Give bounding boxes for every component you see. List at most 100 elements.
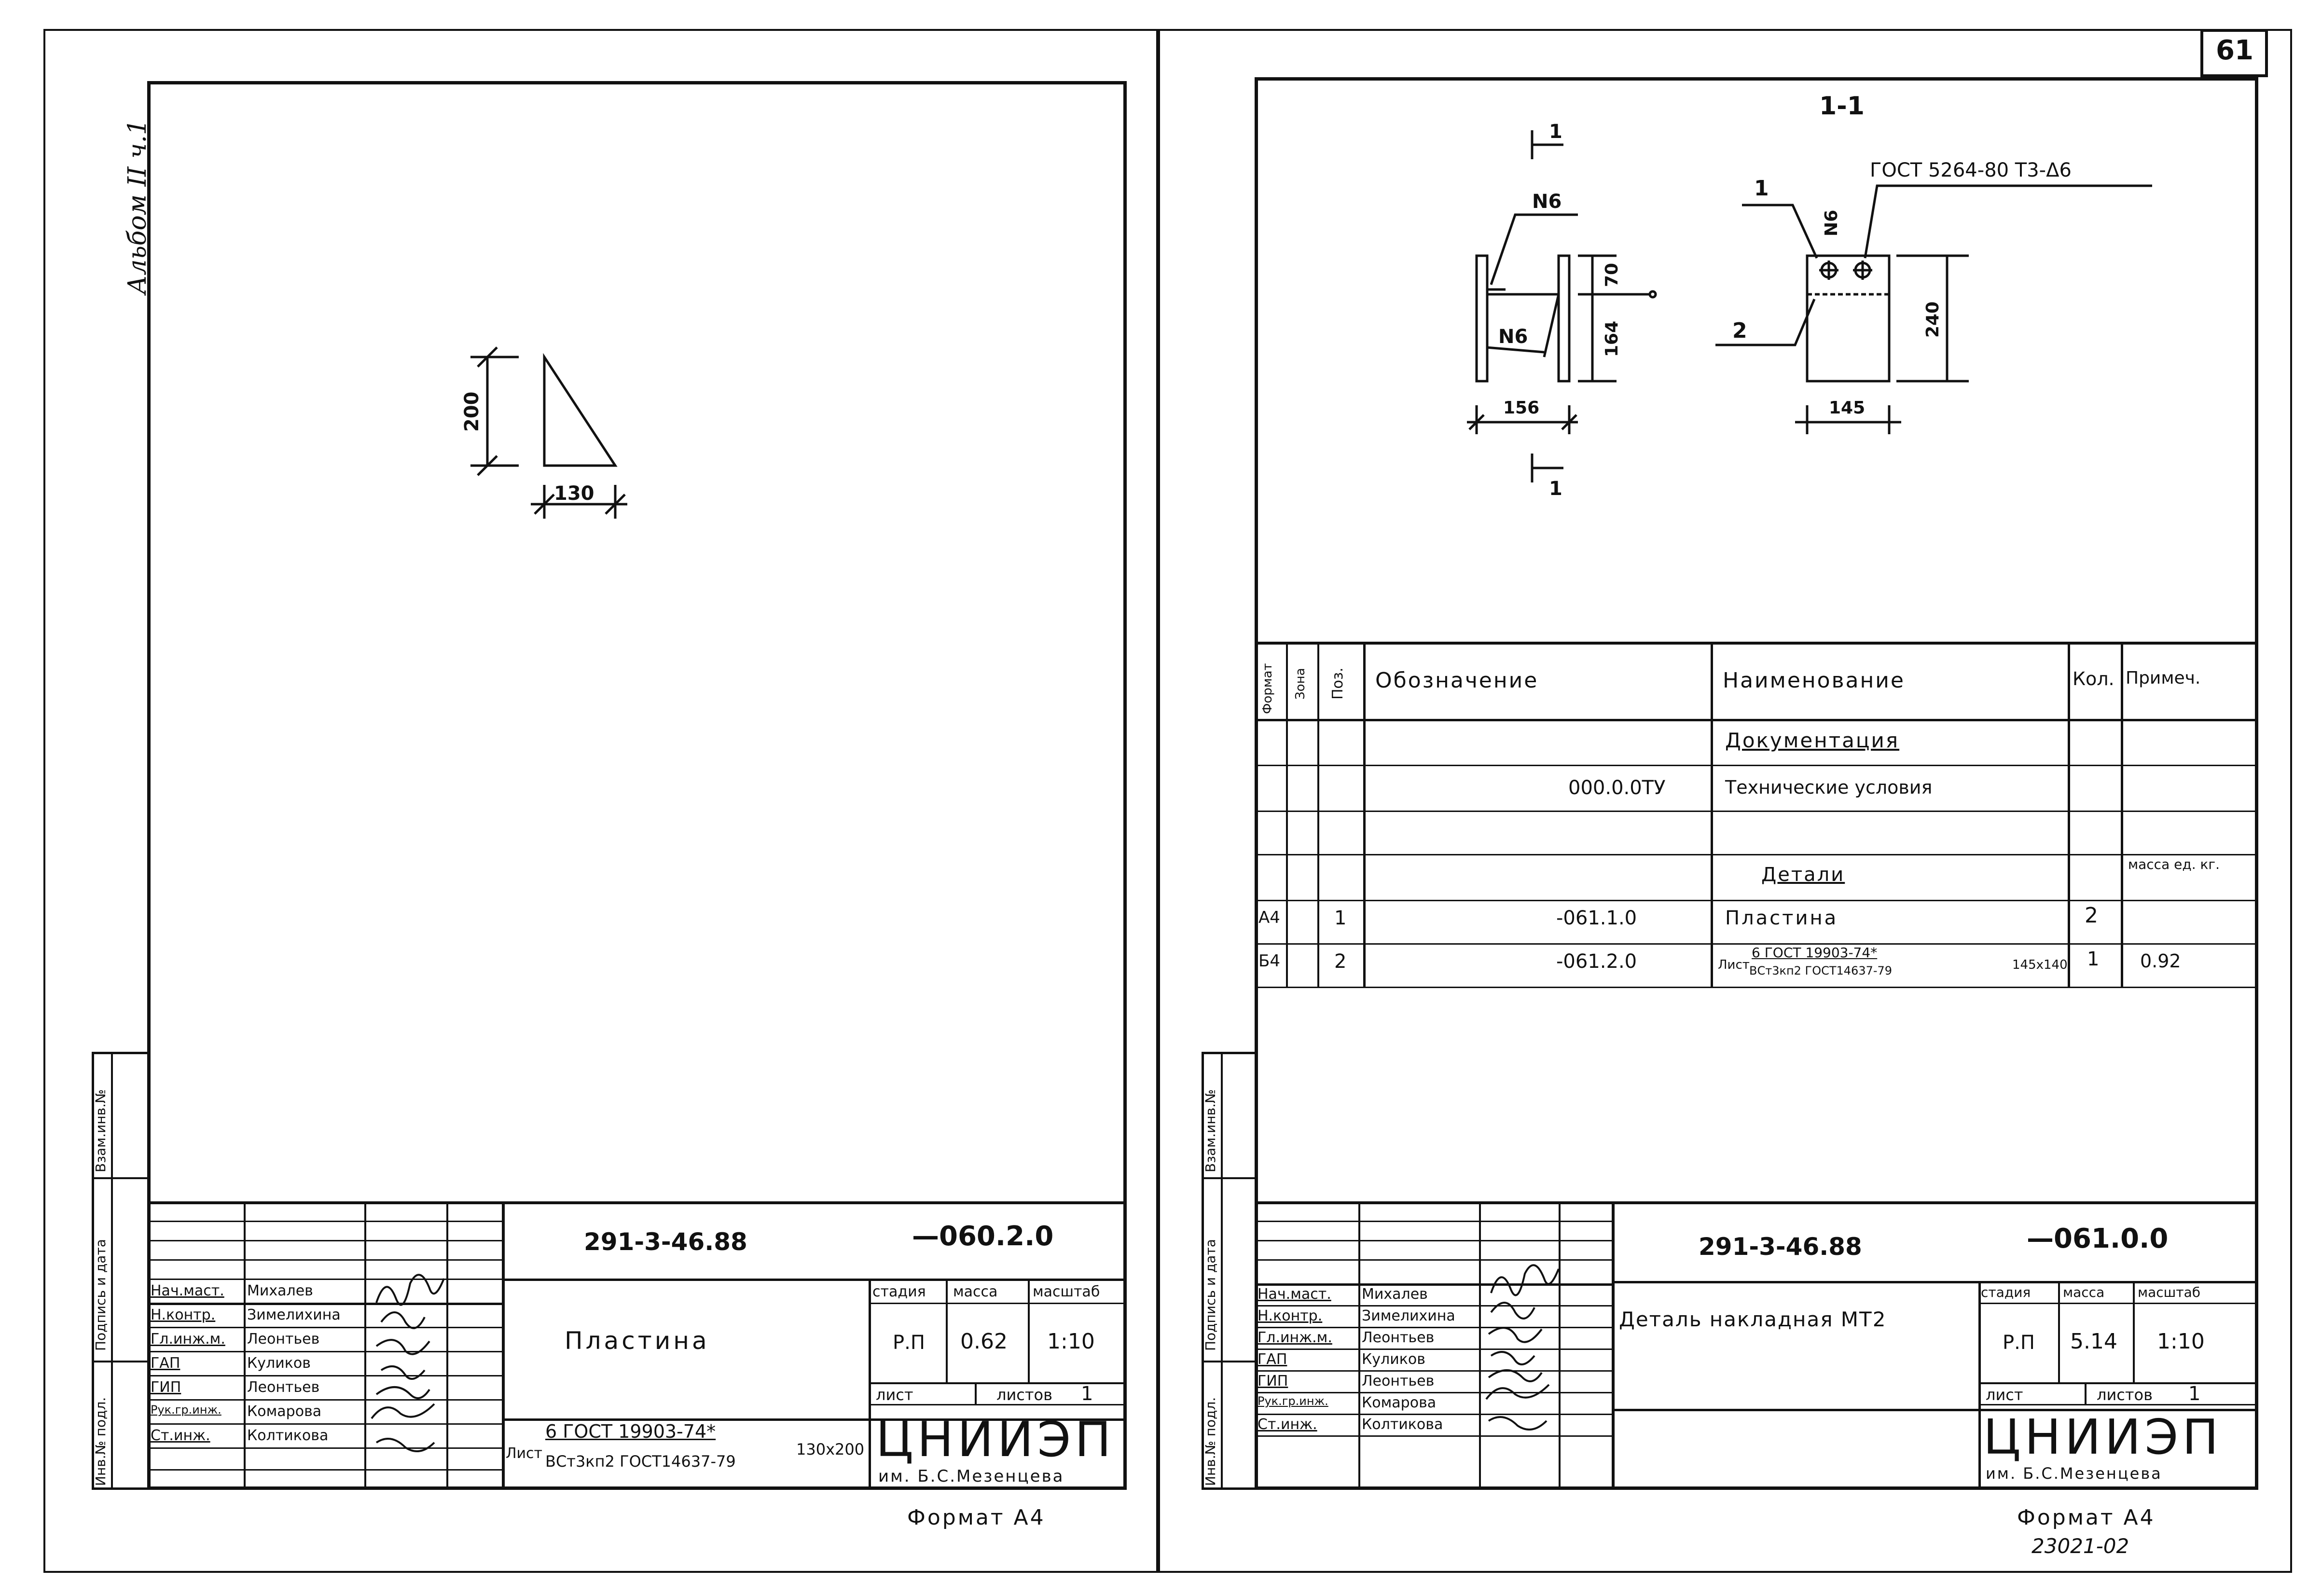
spec-row-designation: -061.2.0 [1556,950,1637,973]
left-stage-header: стадия [872,1283,926,1300]
right-mass-value: 5.14 [2070,1329,2117,1354]
right-sheets-label: листов [2097,1386,2153,1404]
right-staff-name: Колтикова [1362,1416,1443,1433]
left-mass-value: 0.62 [960,1329,1008,1354]
right-doc-code: 291-3-46.88 [1699,1233,1862,1261]
spec-row-name-numerator: 6 ГОСТ 19903-74* [1752,945,1878,961]
pos-2-label: 2 [1732,318,1747,343]
left-title: Пластина [565,1327,710,1355]
right-staff-role: Гл.инж.м. [1258,1329,1332,1346]
archive-number: 23021-02 [2032,1534,2129,1558]
spec-row-name: Пластина [1725,907,1838,929]
spec-doc-designation: 000.0.0ТУ [1568,777,1666,799]
left-doc-code: 291-3-46.88 [584,1228,747,1256]
right-staff-name: Михалев [1362,1286,1428,1303]
left-staff-name: Леонтьев [247,1379,320,1396]
left-staff-role: Ст.инж. [151,1427,210,1444]
left-mass-header: масса [953,1283,998,1300]
left-format-label: Формат А4 [907,1505,1046,1530]
left-staff-name: Колтикова [247,1427,329,1444]
left-scale-value: 1:10 [1047,1329,1095,1354]
right-staff-role: Ст.инж. [1258,1416,1317,1433]
spec-row-name-size: 145х140 [2012,958,2068,972]
cut-mark-bottom: 1 [1549,478,1562,500]
section-label: 1-1 [1819,92,1865,121]
right-org-subtitle: им. Б.С.Мезенцева [1986,1464,2162,1483]
spec-header-qty: Кол. [2073,668,2115,689]
right-sheet-label: лист [1986,1386,2023,1404]
left-staff-name: Куликов [247,1355,311,1372]
right-staff-name: Комарова [1362,1394,1437,1411]
dim-156: 156 [1503,398,1540,418]
spec-mass-note: масса ед. кг. [2128,856,2220,872]
left-sheets-label: листов [996,1386,1052,1404]
right-staff-role: Рук.гр.инж. [1258,1394,1328,1408]
left-sheets-value: 1 [1081,1383,1093,1405]
left-staff-role: ГАП [151,1355,180,1372]
right-staff-name: Леонтьев [1362,1373,1435,1390]
spec-header-note: Примеч. [2126,668,2201,688]
spec-row-format: А4 [1258,908,1280,927]
spec-section-docs: Документация [1725,729,1900,752]
spec-row-qty: 2 [2085,903,2098,928]
right-stage-value: Р.П [2003,1332,2035,1354]
right-scale-header: масштаб [2138,1284,2201,1300]
pos-1-label: 1 [1754,176,1769,201]
right-designation: —061.0.0 [2027,1223,2169,1254]
left-staff-name: Комарова [247,1403,322,1420]
spec-row-pos: 1 [1334,907,1347,929]
right-title: Деталь накладная МТ2 [1619,1307,1887,1331]
left-drawing-frame [147,81,1127,1490]
weld-label-mid: N6 [1498,326,1528,348]
right-staff-role: ГАП [1258,1351,1287,1368]
cut-mark-top: 1 [1549,121,1562,143]
dim-145: 145 [1829,398,1866,418]
right-staff-name: Зимелихина [1362,1307,1455,1324]
weld-label-top: N6 [1532,191,1562,213]
spec-row-pos: 2 [1334,950,1347,973]
spec-row-name-prefix: Лист [1718,958,1750,972]
left-sheet-outer-border [43,29,1158,1573]
right-sheets-value: 1 [2188,1383,2201,1405]
page-number-box [2200,29,2268,77]
right-org-name: ЦНИИЭП [1983,1409,2223,1465]
left-stage-value: Р.П [893,1332,925,1354]
left-staff-role: Нач.маст. [151,1282,224,1299]
spec-row-designation: -061.1.0 [1556,907,1637,929]
right-drawing-frame [1255,77,2258,1490]
right-staff-role: ГИП [1258,1373,1288,1390]
left-material-size: 130х200 [796,1440,865,1458]
spec-header-designation: Обозначение [1375,668,1539,693]
right-staff-name: Леонтьев [1362,1329,1435,1346]
left-material-prefix: Лист [506,1445,543,1462]
page-number: 61 [2216,35,2253,66]
gost-weld: ГОСТ 5264-80 Т3-Δ6 [1870,159,2072,181]
right-stage-header: стадия [1981,1284,2031,1300]
left-sheet-label: лист [876,1386,913,1404]
left-staff-name: Михалев [247,1282,313,1299]
left-staff-role: ГИП [151,1379,181,1396]
spec-header-name: Наименование [1723,668,1905,693]
right-side-stamp [1202,1052,1257,1490]
right-scale-value: 1:10 [2157,1329,2205,1354]
plate-triangle [543,353,618,467]
left-staff-name: Зимелихина [247,1307,341,1323]
left-org-name: ЦНИИЭП [876,1411,1115,1468]
left-material-denominator: ВСт3кп2 ГОСТ14637-79 [545,1452,736,1471]
spec-section-parts: Детали [1761,864,1845,886]
left-org-subtitle: им. Б.С.Мезенцева [878,1467,1064,1486]
spec-row-format: Б4 [1258,951,1280,971]
spec-row-name-denominator: ВСт3кп2 ГОСТ14637-79 [1749,964,1893,977]
spec-doc-name: Технические условия [1725,777,1933,798]
left-staff-role: Рук.гр.инж. [151,1403,221,1417]
left-side-stamp [92,1052,150,1490]
right-staff-role: Н.контр. [1258,1307,1323,1324]
left-staff-role: Гл.инж.м. [151,1331,225,1348]
right-staff-name: Куликов [1362,1351,1425,1368]
right-sheet-outer-border [1158,29,2292,1573]
left-staff-name: Леонтьев [247,1331,320,1348]
